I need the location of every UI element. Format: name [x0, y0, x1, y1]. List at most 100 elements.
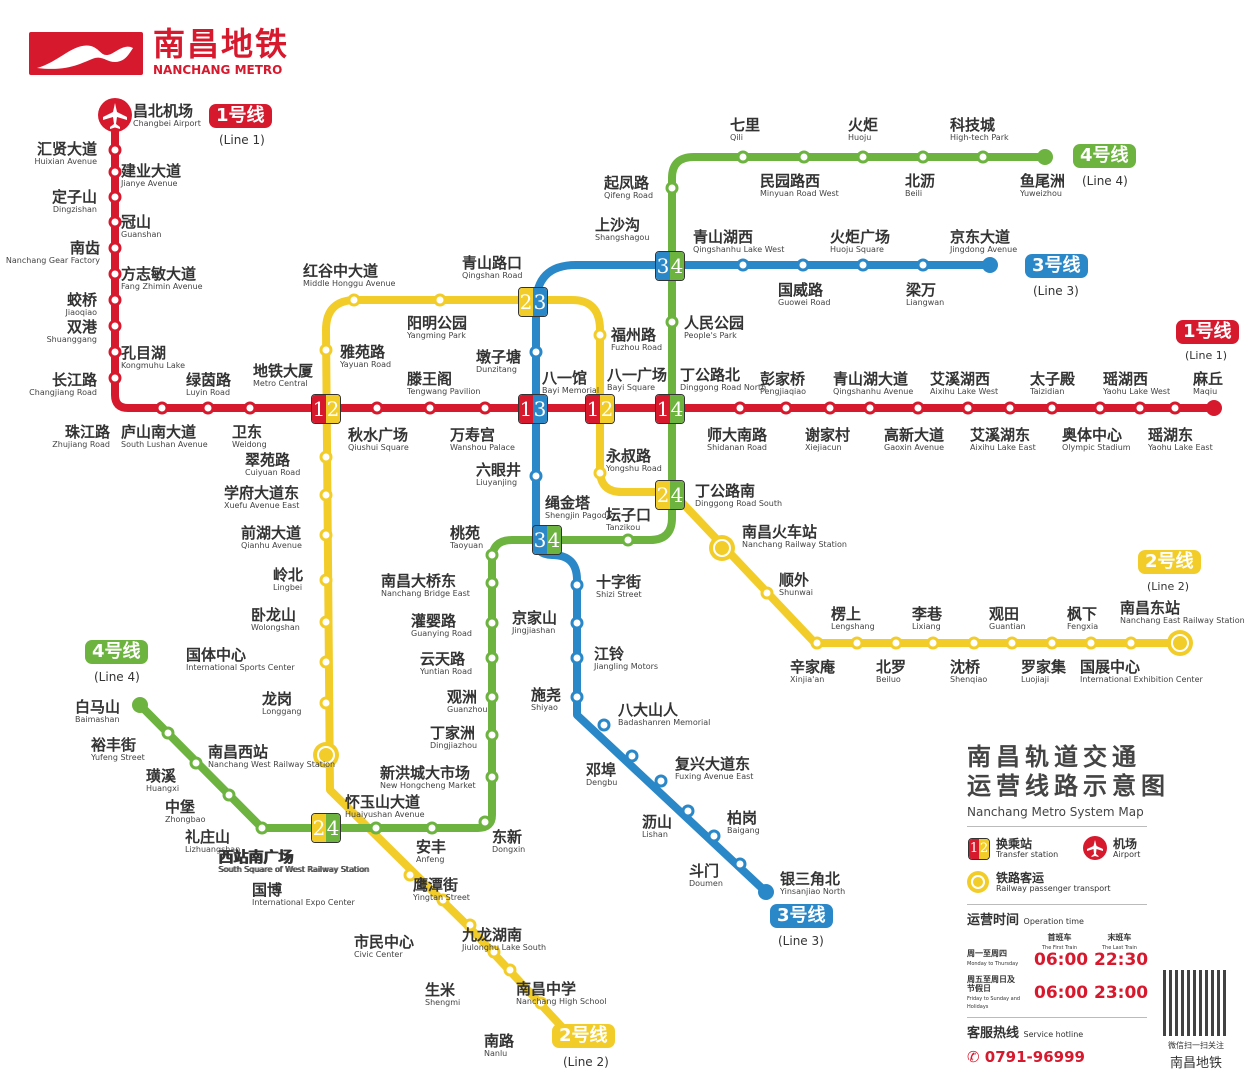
station-dot[interactable]: [108, 215, 122, 229]
station-dot[interactable]: [319, 655, 333, 669]
station-dot[interactable]: [222, 788, 236, 802]
station-dot[interactable]: [733, 857, 747, 871]
line4-badge-west[interactable]: 4号线: [85, 640, 148, 664]
station-dot[interactable]: [570, 651, 584, 665]
station-dot[interactable]: [485, 728, 499, 742]
station-dot[interactable]: [570, 616, 584, 630]
station-dot[interactable]: [1003, 401, 1017, 415]
line1-badge-east[interactable]: 1号线: [1176, 320, 1239, 344]
station-dot[interactable]: [403, 868, 417, 882]
station-dot[interactable]: [189, 756, 203, 770]
station-dot[interactable]: [108, 345, 122, 359]
station-dot[interactable]: [961, 401, 975, 415]
line2-badge-east[interactable]: 2号线: [1138, 550, 1201, 574]
station-dot[interactable]: [597, 718, 611, 732]
station-dot[interactable]: [665, 315, 679, 329]
station-dot[interactable]: [319, 488, 333, 502]
station-dot[interactable]: [485, 576, 499, 590]
station-dot[interactable]: [108, 371, 122, 385]
station-dot[interactable]: [319, 615, 333, 629]
line3-badge-east[interactable]: 3号线: [1025, 254, 1088, 278]
station-dot[interactable]: [736, 150, 750, 164]
station-dot[interactable]: [487, 945, 501, 959]
station-dot[interactable]: [319, 573, 333, 587]
station-dot[interactable]: [319, 343, 333, 357]
station-dot[interactable]: [654, 774, 668, 788]
station-dot[interactable]: [503, 963, 517, 977]
station-dot[interactable]: [797, 150, 811, 164]
station-dot[interactable]: [425, 821, 439, 835]
station-dot[interactable]: [485, 616, 499, 630]
station-dot[interactable]: [796, 258, 810, 272]
station-dot[interactable]: [856, 258, 870, 272]
station-dot[interactable]: [108, 319, 122, 333]
station-dot[interactable]: [529, 469, 543, 483]
station-dot[interactable]: [1168, 401, 1182, 415]
station-dot[interactable]: [779, 401, 793, 415]
station-dot[interactable]: [810, 636, 824, 650]
station-dot[interactable]: [707, 829, 721, 843]
station-dot[interactable]: [369, 821, 383, 835]
